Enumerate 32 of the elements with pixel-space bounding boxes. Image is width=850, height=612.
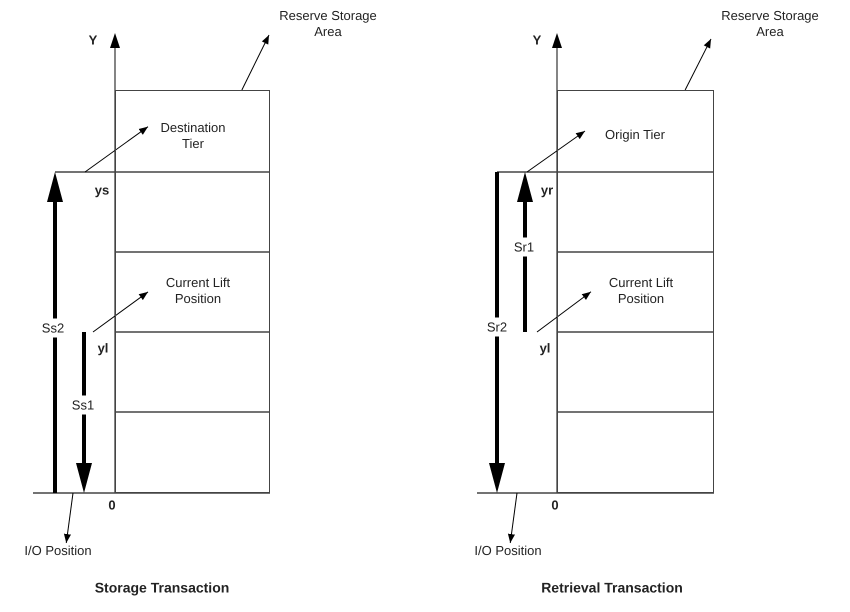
leader-line [526, 130, 586, 172]
panel-title: Retrieval Transaction [541, 580, 683, 596]
level-label: ys [94, 182, 110, 198]
leader-line [92, 291, 148, 332]
leader-line [64, 492, 74, 544]
leader-line [84, 126, 148, 172]
leader-line [241, 34, 270, 90]
storage-rack [557, 90, 714, 493]
level-label: yr [540, 182, 554, 198]
axis-label: Y [532, 32, 542, 48]
callout-text: Reserve Storage Area [269, 8, 387, 40]
callout-text: Origin Tier [605, 127, 665, 143]
origin-label: 0 [551, 498, 559, 512]
leader-line [536, 291, 592, 332]
level-label: yl [98, 340, 108, 356]
panel-title: Storage Transaction [94, 580, 230, 596]
axis-label: Y [88, 32, 98, 48]
distance-label: Ss2 [42, 318, 64, 338]
callout-text: Reserve Storage Area [711, 8, 829, 40]
distance-label: Sr2 [486, 318, 508, 336]
leader-line [684, 38, 712, 90]
callout-text: Destination Tier [148, 120, 238, 152]
distance-label: Sr1 [514, 238, 534, 256]
distance-label: Ss1 [72, 396, 94, 414]
origin-label: 0 [108, 498, 116, 512]
callout-text: I/O Position [24, 543, 92, 559]
callout-text: I/O Position [474, 543, 542, 559]
callout-text: Current Lift Position [591, 275, 691, 307]
level-label: yl [540, 340, 550, 356]
leader-line [508, 492, 518, 544]
callout-text: Current Lift Position [148, 275, 248, 307]
storage-rack [115, 90, 270, 493]
